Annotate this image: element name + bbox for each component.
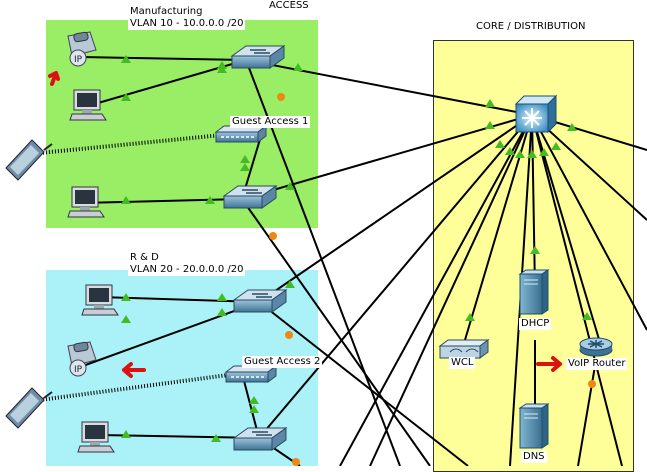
link-up-light [211,434,221,442]
link-up-light [539,148,549,156]
red-arrow-icon [536,356,562,372]
ip-phone-icon[interactable]: IP [67,341,97,377]
link-up-light [217,293,227,301]
link-up-light [465,313,475,321]
ip-phone-icon[interactable]: IP [67,31,97,67]
link-up-light [121,293,131,301]
link-up-light [205,196,215,204]
pc-icon[interactable] [69,89,107,121]
cable [258,114,533,303]
cable [339,114,533,466]
link-up-light [515,150,525,158]
link-up-light [582,312,592,320]
cable [531,114,647,331]
cable [79,301,260,368]
link-lights-up [121,55,592,442]
link-up-light [249,405,259,413]
cable [577,359,597,466]
link-down-light [292,458,300,466]
link-up-light [121,196,131,204]
multilayer-switch-icon[interactable] [514,94,558,134]
dns-label: DNS [521,451,547,463]
voip-router-label: VoIP Router [566,358,628,370]
pc-icon[interactable] [77,421,115,453]
wireless-controller-icon[interactable] [438,339,490,359]
switch-icon[interactable] [232,427,288,451]
link-down-light [277,93,285,101]
cable [531,114,536,291]
cable [258,114,533,439]
rd-vlan-network: VLAN 20 - 20.0.0.0 /20 [128,264,246,276]
tablet-icon[interactable] [5,139,53,181]
cable [241,198,431,466]
access-point-icon[interactable] [224,365,278,383]
red-arrow-icon [122,362,146,378]
link-up-light [285,182,295,190]
cables [79,56,647,466]
core-zone-title: CORE / DISTRIBUTION [476,21,586,32]
switch-icon[interactable] [230,45,286,69]
link-up-light [530,246,540,254]
ip-badge: IP [74,55,83,65]
switch-icon[interactable] [222,185,278,209]
cable [461,114,533,351]
link-up-light [567,123,577,131]
link-down-light [269,232,277,240]
link-up-light [121,93,131,101]
link-lights-down [269,93,596,466]
link-up-light [240,155,250,163]
rd-vlan-name: R & D [128,252,161,264]
link-up-light [505,147,515,155]
cable [531,114,623,466]
link-down-light [285,331,293,339]
cable [245,59,533,116]
cable [369,114,533,466]
wireless-link [39,373,229,402]
link-up-light [121,315,131,323]
server-icon[interactable] [518,403,550,449]
link-up-light [285,280,295,288]
wireless-links [39,133,229,402]
link-up-light [485,121,495,129]
access-point-icon[interactable] [214,125,268,143]
tablet-icon[interactable] [5,387,53,429]
switch-icon[interactable] [232,289,288,313]
link-up-light [485,99,495,107]
link-up-light [217,65,227,73]
ip-badge: IP [74,365,83,375]
cable [79,56,247,61]
link-up-light [249,396,259,404]
wireless-link [39,133,223,155]
cable [258,301,469,466]
manufacturing-vlan-network: VLAN 10 - 10.0.0.0 /20 [128,18,246,30]
access-zone-title: ACCESS [269,0,309,11]
link-up-light [240,163,250,171]
wcl-label: WCL [449,357,476,369]
dhcp-label: DHCP [519,318,552,330]
link-up-light [495,140,505,148]
link-up-light [217,308,227,316]
link-up-light [527,150,537,158]
annotation-arrows [48,71,562,378]
guest-access-1-label: Guest Access 1 [230,116,311,128]
manufacturing-vlan-name: Manufacturing [128,6,205,18]
server-icon[interactable] [518,269,550,315]
link-down-light [588,380,596,388]
cable [531,114,647,221]
cable [79,198,243,204]
link-up-light [293,63,303,71]
red-arrow-icon [48,71,60,86]
guest-access-2-label: Guest Access 2 [242,356,323,368]
router-icon[interactable] [579,337,613,357]
pc-icon[interactable] [81,284,119,316]
link-up-light [121,55,131,63]
link-up-light [551,142,561,150]
link-up-light [121,430,131,438]
pc-icon[interactable] [67,186,105,218]
